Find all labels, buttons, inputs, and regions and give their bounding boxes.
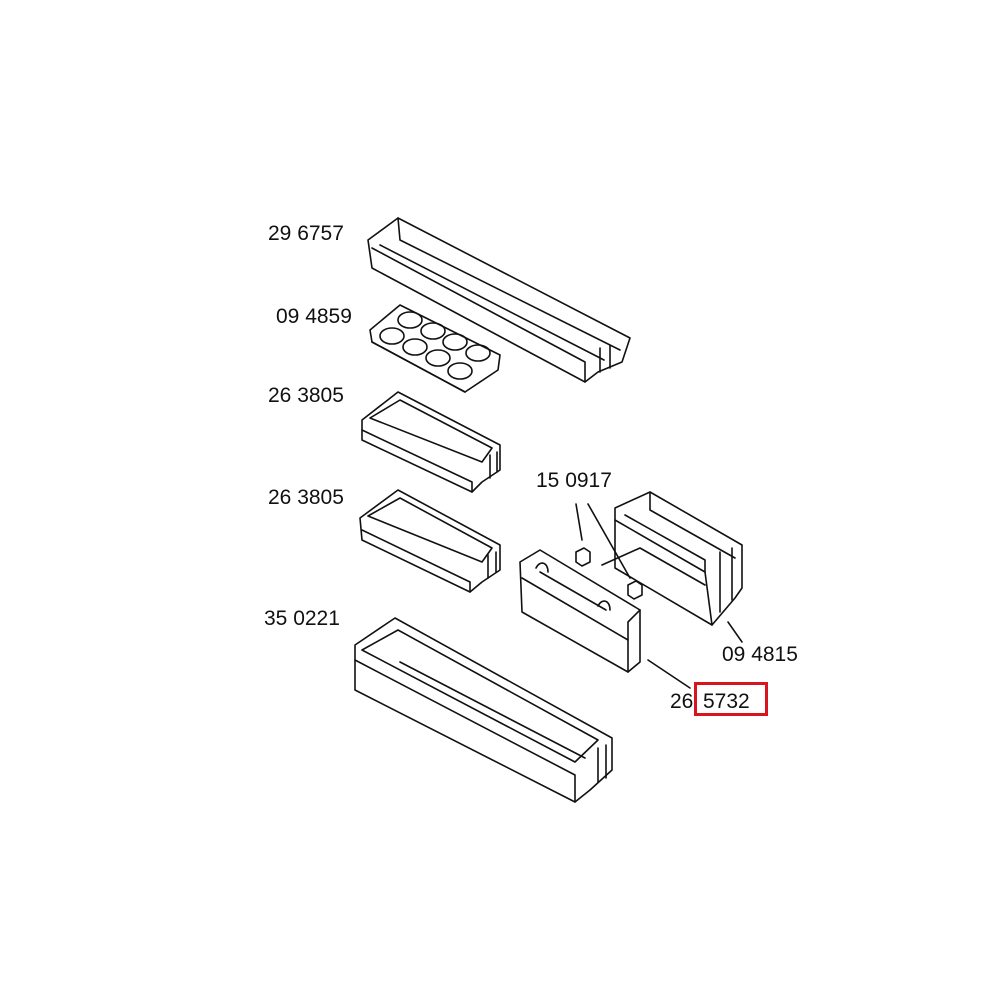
- leader-box-compartment: [727, 621, 743, 643]
- bottom-long-door-shelf: [355, 618, 612, 802]
- small-door-shelf-upper: [362, 392, 500, 492]
- label-box-compartment: 09 4815: [722, 643, 798, 666]
- front-panel: [520, 550, 640, 672]
- label-bottom-long-shelf: 35 0221: [264, 607, 340, 630]
- label-top-long-shelf: 29 6757: [268, 222, 344, 245]
- top-long-door-shelf: [368, 218, 630, 382]
- label-egg-tray: 09 4859: [276, 305, 352, 328]
- egg-tray: [370, 305, 500, 392]
- label-front-panel-suffix: 5732: [703, 690, 750, 713]
- label-clips: 15 0917: [536, 469, 612, 492]
- clips: [576, 504, 642, 599]
- small-door-shelf-lower: [360, 490, 500, 592]
- leader-front-panel: [647, 659, 691, 689]
- label-front-panel-prefix: 26: [670, 690, 694, 713]
- label-small-shelf-upper: 26 3805: [268, 384, 344, 407]
- box-compartment: [602, 492, 742, 625]
- highlight-box: [694, 682, 768, 716]
- label-small-shelf-lower: 26 3805: [268, 486, 344, 509]
